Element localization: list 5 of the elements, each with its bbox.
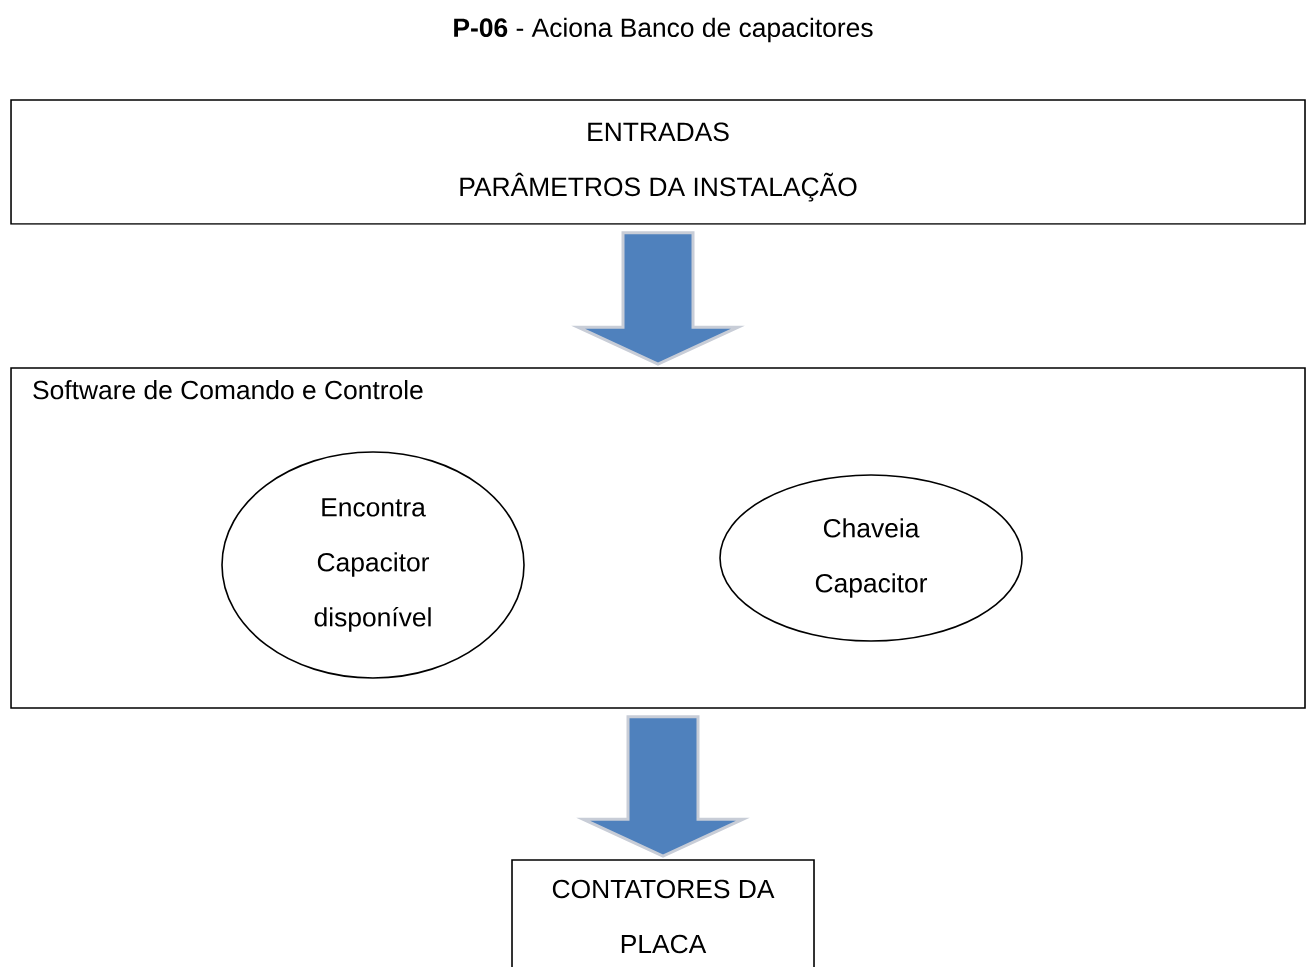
output-box: CONTATORES DA PLACA — [511, 859, 815, 967]
block-arrow — [576, 715, 750, 858]
title: P-06 - Aciona Banco de capacitores — [454, 17, 873, 43]
input-box: ENTRADAS PARÂMETROS DA INSTALAÇÃO — [10, 99, 1306, 225]
block-arrow — [571, 231, 745, 366]
